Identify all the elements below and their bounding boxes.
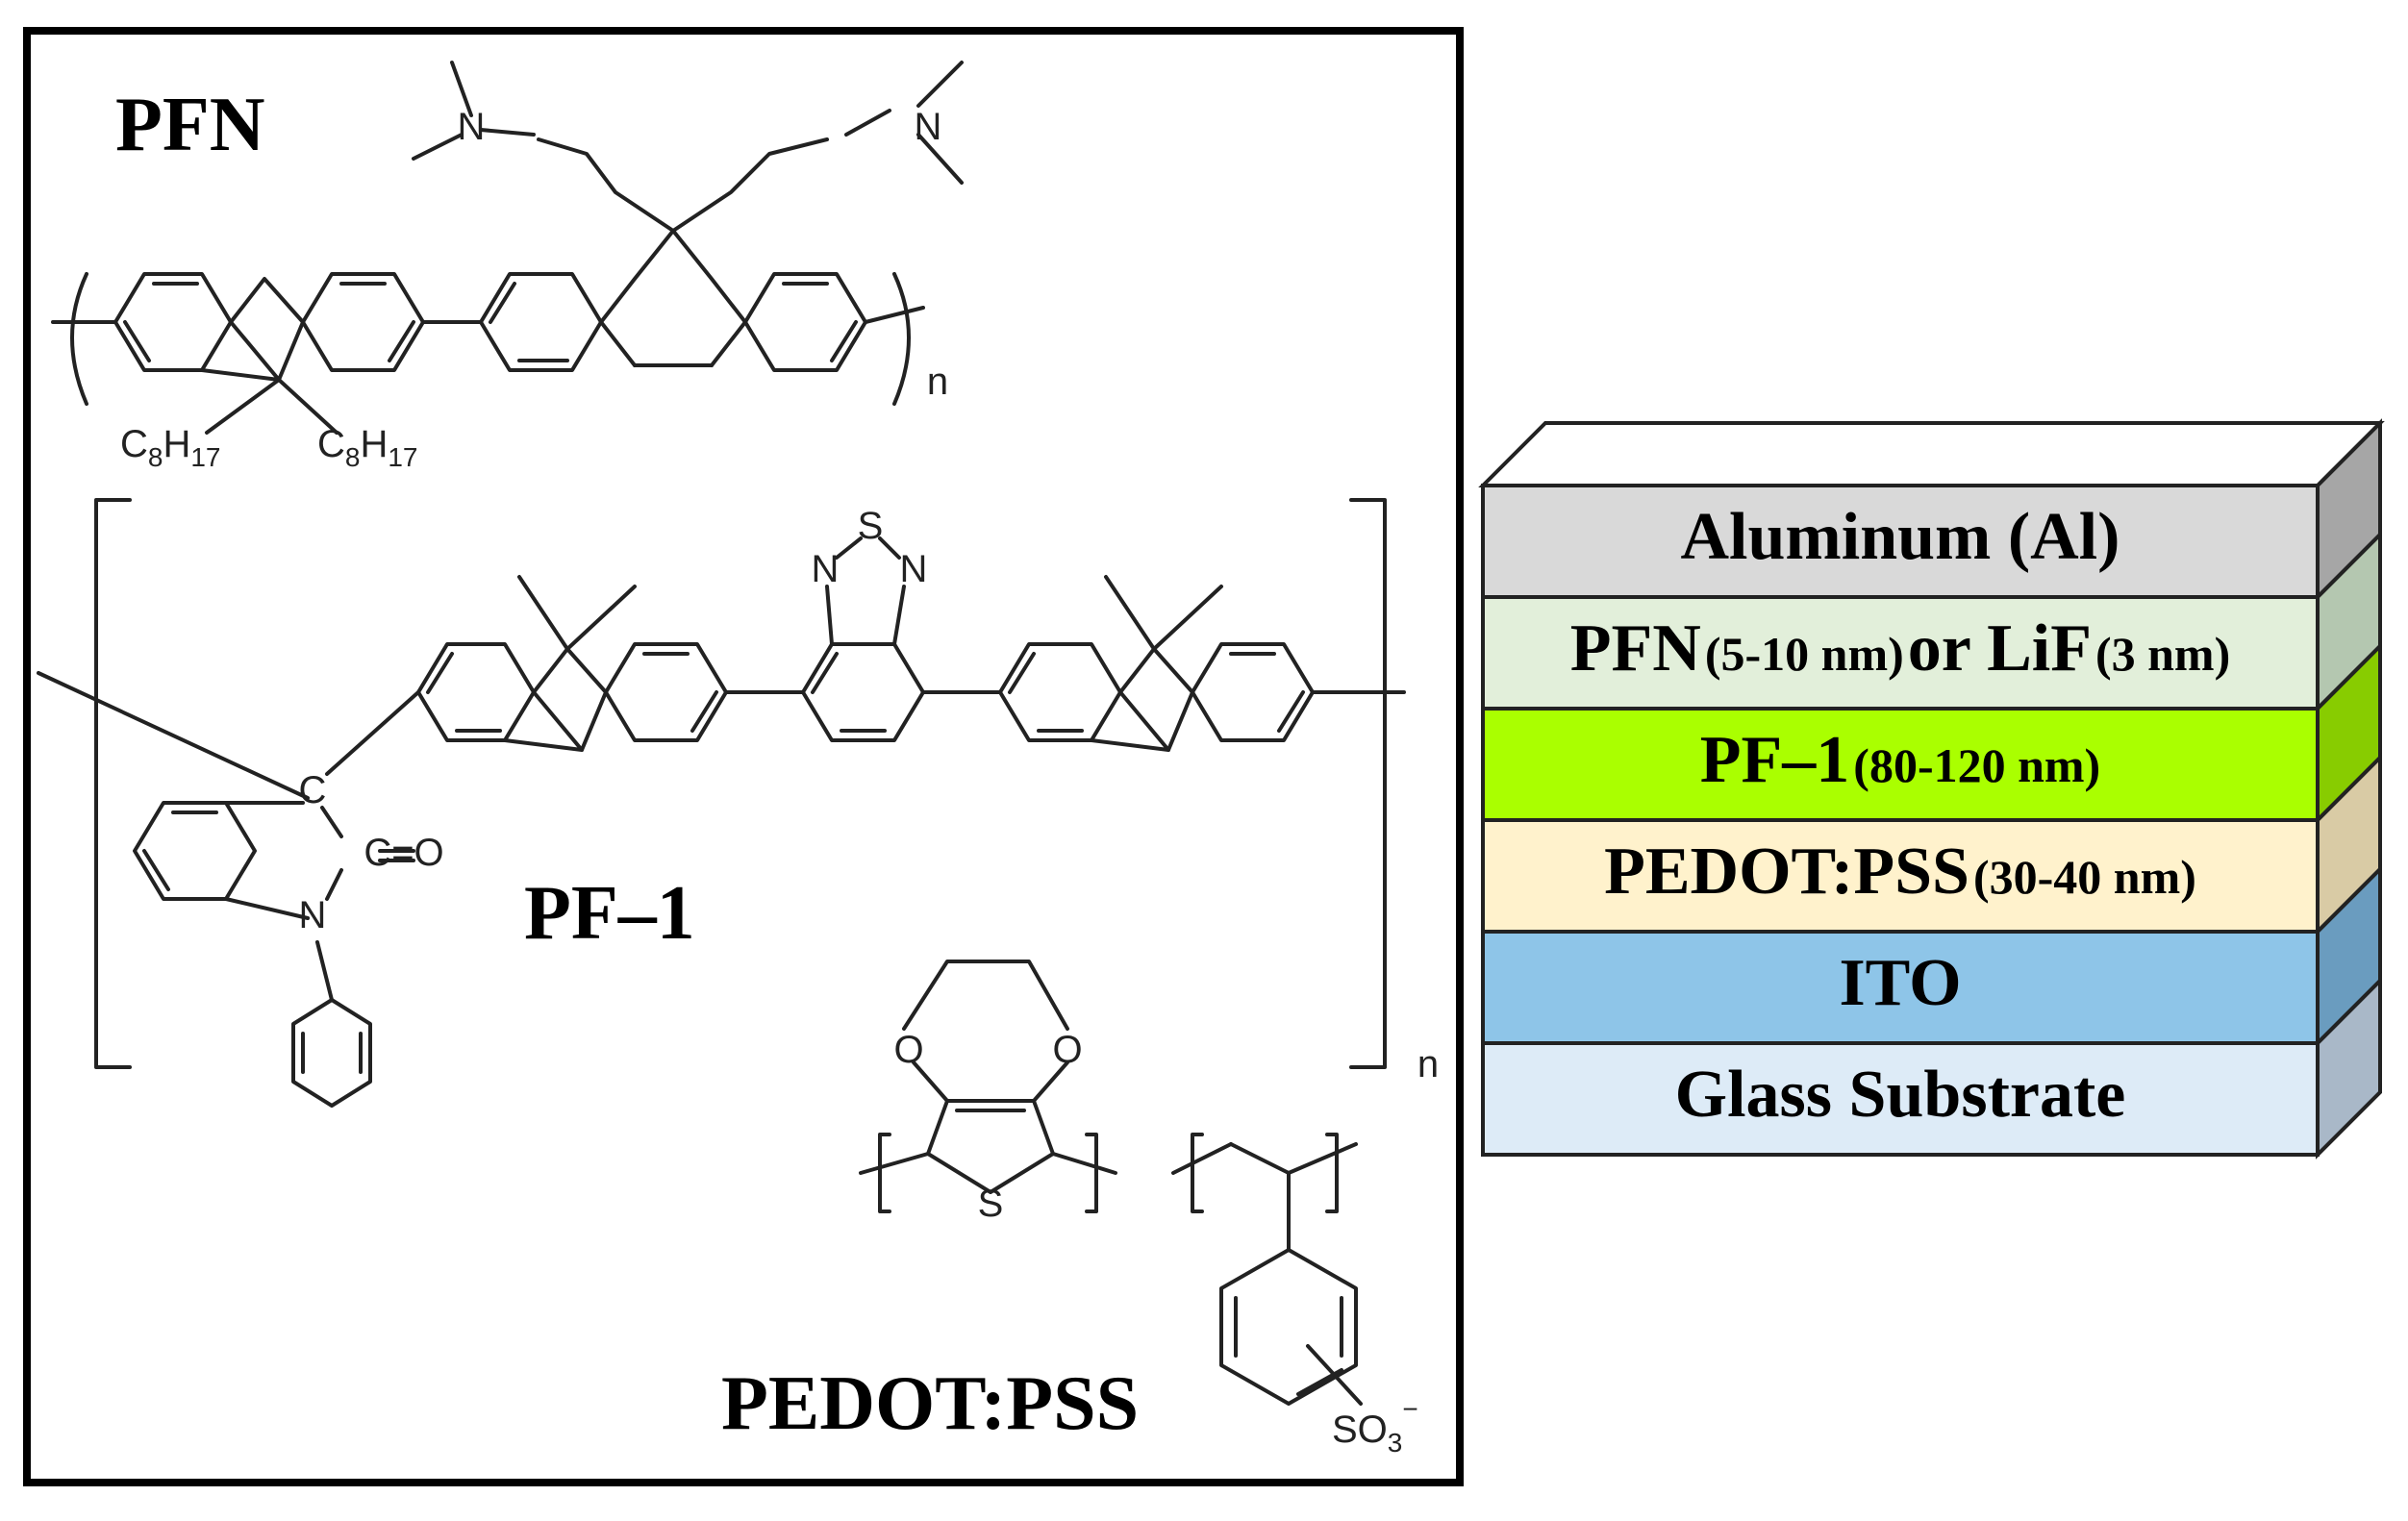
pedot-o-right: O xyxy=(1052,1029,1082,1071)
pfn-repeat-n: n xyxy=(927,361,948,403)
pf1-n-right: N xyxy=(900,548,928,590)
stack-top-face xyxy=(1478,421,2385,487)
pf1-sulfur: S xyxy=(858,505,884,547)
structures-frame xyxy=(23,27,1464,1486)
pfn-label: PFN xyxy=(115,83,265,167)
pfn-n-right: N xyxy=(915,106,942,148)
pf1-repeat-n: n xyxy=(1417,1043,1439,1085)
layer-thickness: (5-10 nm) xyxy=(1704,627,1904,681)
pedot-o-left: O xyxy=(893,1029,923,1071)
pedot-pss-label: PEDOT:PSS xyxy=(721,1361,1140,1446)
pf1-carbonyl: C=O xyxy=(364,832,443,874)
layer-name: ITO xyxy=(1839,946,1962,1020)
pfn-n-left: N xyxy=(458,106,486,148)
stack-layer-face xyxy=(1481,595,2320,711)
stack-layer-label: PEDOT:PSS (30-40 nm) xyxy=(1483,834,2318,910)
stack-layer-label: Glass Substrate xyxy=(1483,1057,2318,1134)
pf1-label: PF–1 xyxy=(524,871,695,956)
pfn-backbone xyxy=(51,61,964,435)
pfn-c8h17-left: C8H17 xyxy=(120,423,221,472)
pf1-n-left: N xyxy=(812,548,840,590)
layer-name: Aluminum (Al) xyxy=(1680,500,2120,574)
layer-name: Glass Substrate xyxy=(1674,1058,2126,1132)
stack-layer-face xyxy=(1481,484,2320,599)
layer-thickness: (80-120 nm) xyxy=(1853,738,2101,792)
stack-layer-face xyxy=(1481,930,2320,1045)
layer-thickness: (30-40 nm) xyxy=(1972,850,2196,904)
pss-so3: SO3− xyxy=(1332,1394,1418,1458)
chemical-structures-panel: N N n S N N C C=O N n O O S C8H17 C8H17 … xyxy=(23,27,1464,1486)
pf1-c: C xyxy=(299,769,327,811)
pedot-pss-structure xyxy=(859,960,1363,1406)
pfn-c8h17-right: C8H17 xyxy=(317,423,418,472)
stack-layer-label: ITO xyxy=(1483,945,2318,1022)
layer-name: PEDOT:PSS xyxy=(1604,835,1969,909)
stack-layer-label: Aluminum (Al) xyxy=(1483,499,2318,576)
stack-layer-face xyxy=(1481,1041,2320,1157)
layer-name: PF–1 xyxy=(1699,723,1850,797)
pedot-s: S xyxy=(978,1183,1004,1225)
stack-layer-label: PF–1 (80-120 nm) xyxy=(1483,722,2318,799)
pf1-backbone xyxy=(37,498,1406,1108)
layer-name: or LiF xyxy=(1907,611,2092,686)
layer-name: PFN xyxy=(1569,611,1701,686)
stack-layer-face xyxy=(1481,818,2320,934)
layer-thickness: (3 nm) xyxy=(2094,627,2231,681)
stack-layer-label: PFN (5-10 nm) or LiF (3 nm) xyxy=(1483,611,2318,687)
pf1-n-amide: N xyxy=(299,894,327,936)
